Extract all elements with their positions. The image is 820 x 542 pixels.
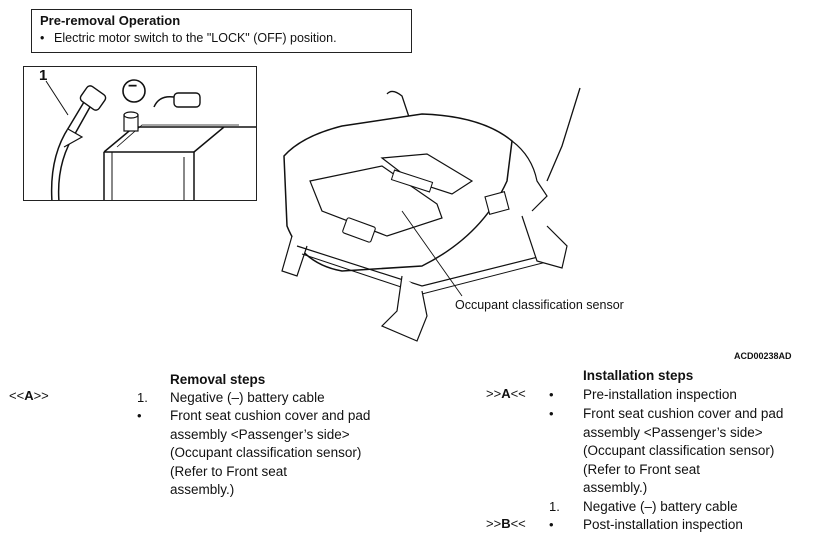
negative-terminal-symbol: − [128, 78, 138, 95]
installation-step-list: • Pre-installation inspection • Front se… [0, 386, 820, 542]
callout-number: 1 [39, 67, 48, 84]
installation-step: Front seat cushion cover and pad assembl… [583, 406, 784, 495]
pre-removal-item: • Electric motor switch to the "LOCK" (OF… [40, 31, 337, 45]
pre-removal-title: Pre-removal Operation [40, 13, 181, 28]
pre-removal-item-text: Electric motor switch to the "LOCK" (OFF… [54, 31, 337, 45]
installation-marker-a: >>A<< [486, 386, 526, 401]
removal-marker-a: <<A>> [9, 388, 49, 403]
installation-heading: Installation steps [583, 368, 694, 383]
removal-step-list: 1. Negative (–) battery cable • Front se… [0, 389, 410, 509]
bullet-icon: • [40, 31, 45, 45]
installation-marker-b: >>B<< [486, 516, 526, 531]
figure-code: ACD00238AD [734, 351, 792, 361]
pre-removal-box: Pre-removal Operation • Electric motor sw… [31, 9, 412, 53]
removal-step-bullet: • [137, 408, 142, 423]
removal-step: Negative (–) battery cable [170, 390, 325, 405]
removal-step: Front seat cushion cover and pad assembl… [170, 408, 371, 497]
battery-drawing [45, 79, 256, 200]
installation-step: Negative (–) battery cable [583, 499, 738, 514]
installation-step: Post-installation inspection [583, 517, 743, 532]
removal-heading: Removal steps [170, 372, 266, 387]
installation-step-bullet: • [549, 517, 554, 532]
seat-illustration [281, 87, 581, 342]
installation-step-bullet: • [549, 406, 554, 421]
sensor-label: Occupant classification sensor [455, 298, 624, 312]
removal-step-index: 1. [137, 390, 148, 405]
installation-step: Pre-installation inspection [583, 387, 737, 402]
battery-illustration: 1 − [23, 66, 257, 201]
installation-step-index: 1. [549, 499, 560, 514]
installation-step-bullet: • [549, 387, 554, 402]
